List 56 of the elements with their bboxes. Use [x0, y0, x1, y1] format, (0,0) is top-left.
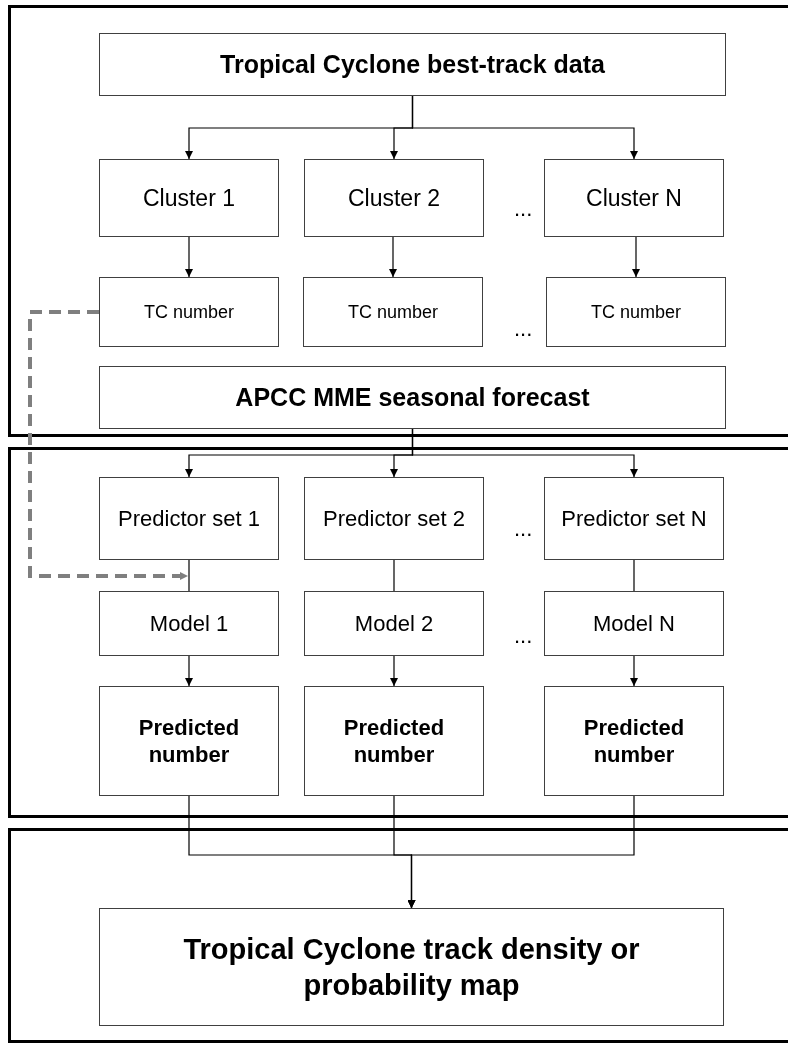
process-box — [99, 277, 279, 347]
process-box — [544, 591, 724, 656]
box-label: Tropical Cyclone best-track data — [219, 48, 606, 80]
box-label: Predicted number — [582, 713, 686, 769]
process-box — [544, 159, 724, 237]
process-box — [99, 33, 726, 96]
ellipsis-text: ... — [514, 518, 533, 540]
section-panel — [8, 828, 788, 1043]
box-label: Model 2 — [353, 610, 435, 638]
process-box — [99, 591, 279, 656]
arrow — [390, 655, 398, 687]
process-box — [304, 686, 484, 796]
box-label: Model N — [592, 610, 676, 638]
box-label: Cluster N — [585, 183, 683, 213]
connector-line — [188, 559, 190, 592]
box-label: Predictor set N — [560, 504, 708, 533]
box-label: APCC MME seasonal forecast — [234, 381, 591, 413]
box-label: Predictor set 1 — [117, 504, 261, 533]
arrow — [185, 236, 193, 278]
process-box — [304, 477, 484, 560]
box-label: TC number — [590, 300, 682, 324]
box-label: Cluster 2 — [346, 183, 441, 213]
box-label: Cluster 1 — [141, 183, 236, 213]
arrow — [185, 655, 193, 687]
process-box — [99, 366, 726, 429]
ellipsis-text: ... — [514, 318, 533, 340]
box-label: Predicted number — [342, 713, 446, 769]
process-box — [544, 477, 724, 560]
box-label: Predicted number — [137, 713, 241, 769]
box-label: Predictor set 2 — [322, 504, 466, 533]
box-label: TC number — [347, 300, 439, 324]
process-box — [303, 277, 483, 347]
box-label: Model 1 — [148, 610, 230, 638]
process-box — [304, 159, 484, 237]
arrow — [411, 428, 638, 478]
arrow — [389, 236, 397, 278]
arrow — [407, 795, 635, 909]
arrow — [632, 236, 640, 278]
process-box — [99, 686, 279, 796]
section-panel — [8, 447, 788, 818]
process-box — [99, 159, 279, 237]
box-label: TC number — [143, 300, 235, 324]
process-box — [99, 477, 279, 560]
process-box — [99, 908, 724, 1026]
process-box — [544, 686, 724, 796]
process-box — [546, 277, 726, 347]
ellipsis-text: ... — [514, 198, 533, 220]
process-box — [304, 591, 484, 656]
section-panel — [8, 5, 788, 437]
connector-line — [633, 559, 635, 592]
arrow — [28, 310, 188, 580]
arrow — [411, 95, 638, 160]
ellipsis-text: ... — [514, 625, 533, 647]
box-label: Tropical Cyclone track density or probability map — [182, 931, 641, 1003]
arrow — [630, 655, 638, 687]
connector-line — [393, 559, 395, 592]
